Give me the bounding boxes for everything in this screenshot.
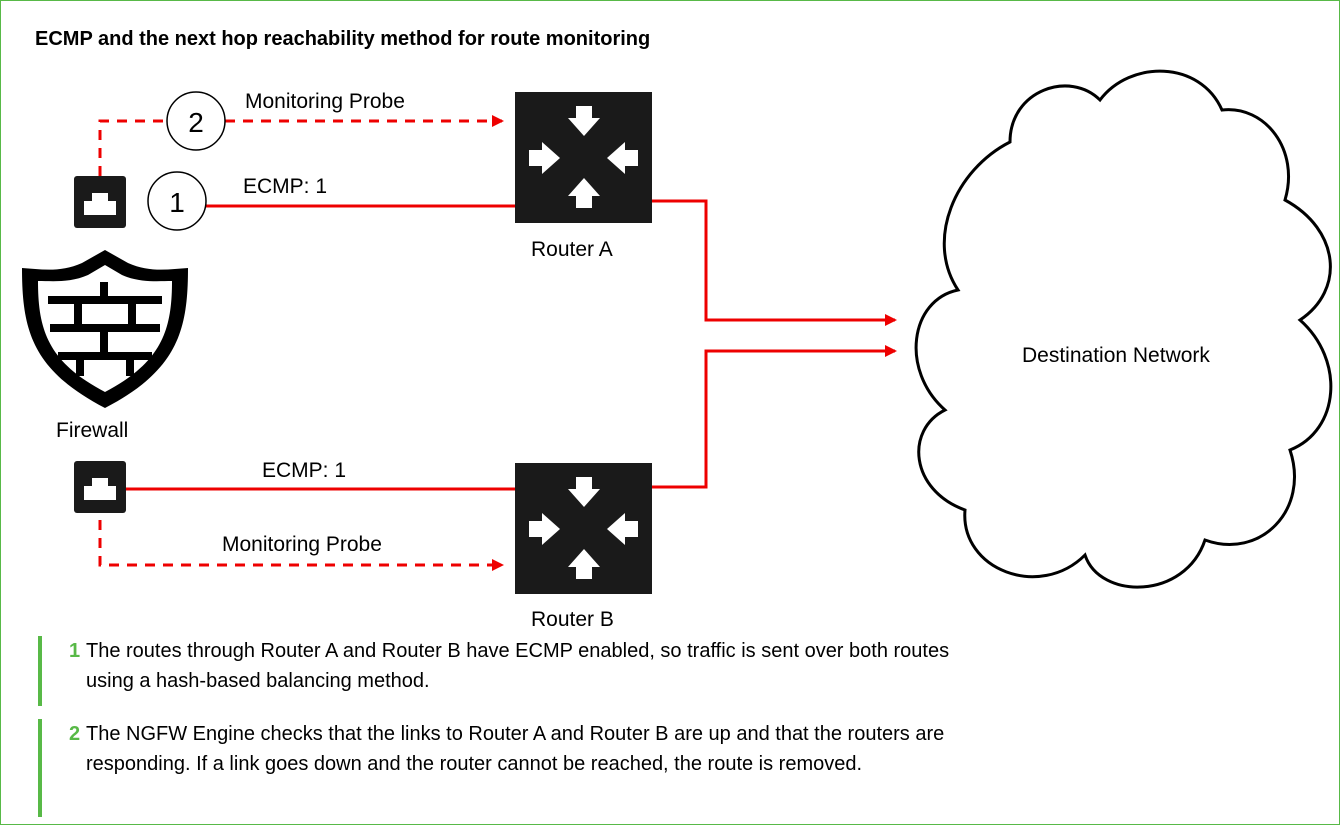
router-b-label: Router B (531, 608, 614, 630)
router-b-icon (515, 463, 652, 594)
monitoring-probe-b-label: Monitoring Probe (222, 533, 382, 556)
interface-port-bottom-icon (74, 461, 126, 513)
ecmp-b-label: ECMP: 1 (262, 459, 346, 482)
destination-network-cloud (914, 69, 1333, 589)
note-2-number: 2 (69, 723, 81, 745)
router-a-icon (515, 92, 652, 223)
firewall-shield-icon (22, 250, 188, 408)
note-2: 2 The NGFW Engine checks that the links … (38, 719, 1038, 817)
router-a-label: Router A (531, 238, 613, 261)
network-diagram: Destination Network 2 1 Monitoring Probe… (22, 69, 1333, 630)
monitoring-probe-b (98, 520, 504, 571)
note-2-line-2: responding. If a link goes down and the … (86, 753, 863, 775)
callout-1: 1 (147, 171, 207, 231)
note-1-number: 1 (69, 640, 81, 662)
callout-2: 2 (166, 91, 226, 151)
router-a-to-destination-link (652, 199, 897, 326)
note-1-line-1: The routes through Router A and Router B… (86, 640, 950, 662)
svg-text:1: 1 (169, 187, 185, 218)
ecmp-a-label: ECMP: 1 (243, 175, 327, 198)
monitoring-probe-a (98, 115, 504, 176)
note-1-line-2: using a hash-based balancing method. (86, 670, 430, 692)
svg-text:2: 2 (188, 107, 204, 138)
interface-port-top-icon (74, 176, 126, 228)
figure-title: ECMP and the next hop reachability metho… (35, 28, 651, 50)
monitoring-probe-a-label: Monitoring Probe (245, 90, 405, 113)
note-2-line-1: The NGFW Engine checks that the links to… (86, 723, 945, 745)
router-b-to-destination-link (652, 345, 897, 489)
firewall-label: Firewall (56, 419, 128, 442)
note-1: 1 The routes through Router A and Router… (38, 636, 1038, 706)
destination-network-label: Destination Network (1022, 344, 1210, 367)
